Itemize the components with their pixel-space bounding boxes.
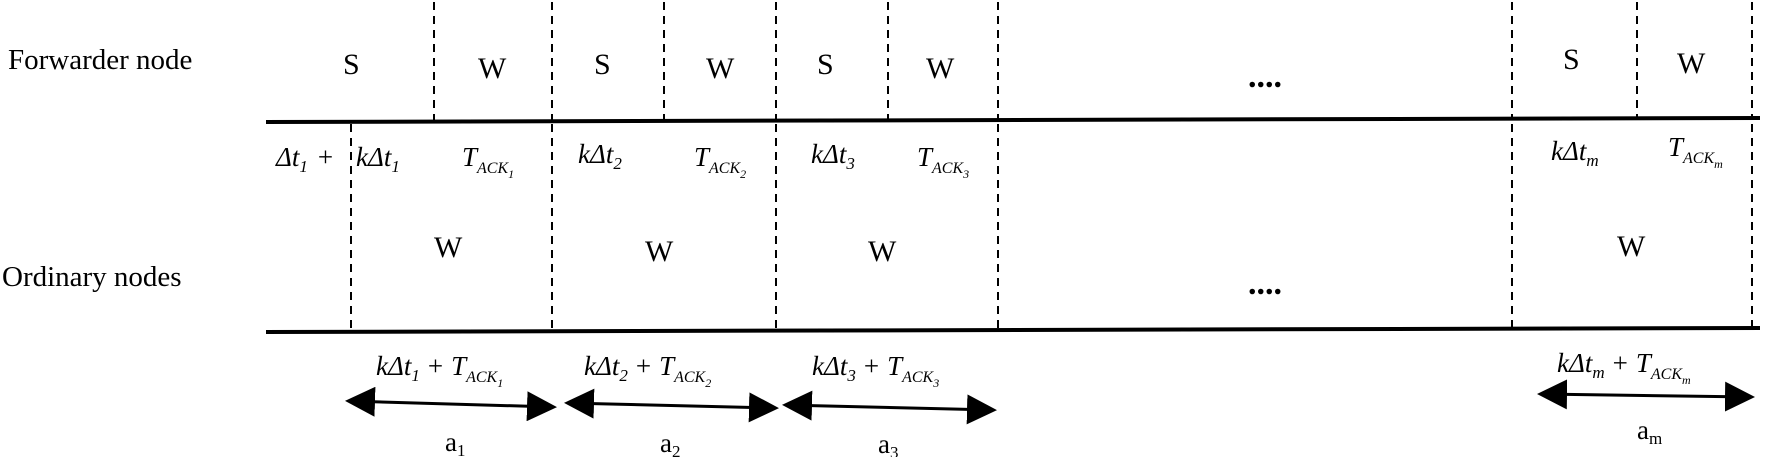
interval-arrow [1537, 379, 1755, 412]
interval-expression: kΔt3+TACK3 [812, 351, 939, 390]
sleep-label: S [817, 48, 834, 81]
forwarder-ellipsis: .... [1248, 58, 1282, 95]
initial-offset-label: Δt1+ [275, 142, 333, 176]
forwarder-timeline [265, 116, 1761, 124]
interval-name: a2 [660, 428, 680, 457]
forwarder-node-label: Forwarder node [8, 44, 192, 76]
sleep-label: S [343, 48, 360, 81]
interval-expressions: kΔt1+TACK1 kΔt2+TACK2 kΔt3+TACK3 kΔtm+TA… [376, 348, 1691, 390]
interval-arrow [345, 386, 557, 422]
k-delta-label: kΔt2 [578, 139, 622, 173]
wake-label: W [868, 235, 897, 268]
wake-label: W [1617, 230, 1646, 263]
t-ack-label: TACKm [1668, 132, 1723, 171]
ordinary-nodes-label: Ordinary nodes [2, 261, 182, 293]
interval-names: a1 a2 a3 am [445, 415, 1662, 457]
t-ack-label: TACK2 [694, 142, 746, 181]
t-ack-label: TACK3 [917, 142, 969, 181]
forwarder-slot-boundaries [433, 2, 1753, 122]
k-delta-label: kΔtm [1551, 136, 1599, 170]
interval-name: am [1637, 415, 1662, 448]
wake-label: W [1677, 47, 1706, 80]
k-delta-label: kΔt1 [356, 142, 400, 176]
interval-name: a3 [878, 429, 898, 457]
t-ack-label: TACK1 [462, 142, 514, 181]
interval-expression: kΔtm+TACKm [1557, 348, 1691, 387]
wake-label: W [478, 52, 507, 85]
sleep-label: S [1563, 43, 1580, 76]
sleep-label: S [594, 48, 611, 81]
ordinary-timeline [265, 326, 1761, 334]
ordinary-slot-labels: W W W W [434, 230, 1646, 268]
interval-arrows [345, 379, 1755, 425]
interval-arrow [782, 390, 997, 425]
interval-arrow [564, 388, 779, 423]
wake-label: W [706, 52, 735, 85]
k-delta-label: kΔt3 [811, 139, 855, 173]
ordinary-ellipsis: .... [1248, 265, 1282, 302]
wake-label: W [434, 231, 463, 264]
interval-expression: kΔt2+TACK2 [584, 351, 711, 390]
forwarder-slot-labels: S W S W S W S W [343, 43, 1706, 85]
wake-label: W [926, 52, 955, 85]
timing-labels: Δt1+ kΔt1 TACK1 kΔt2 TACK2 kΔt3 TACK3 kΔ… [275, 132, 1723, 181]
interval-name: a1 [445, 427, 465, 457]
wake-label: W [645, 235, 674, 268]
ordinary-slot-boundaries [350, 124, 1753, 330]
interval-expression: kΔt1+TACK1 [376, 351, 503, 390]
